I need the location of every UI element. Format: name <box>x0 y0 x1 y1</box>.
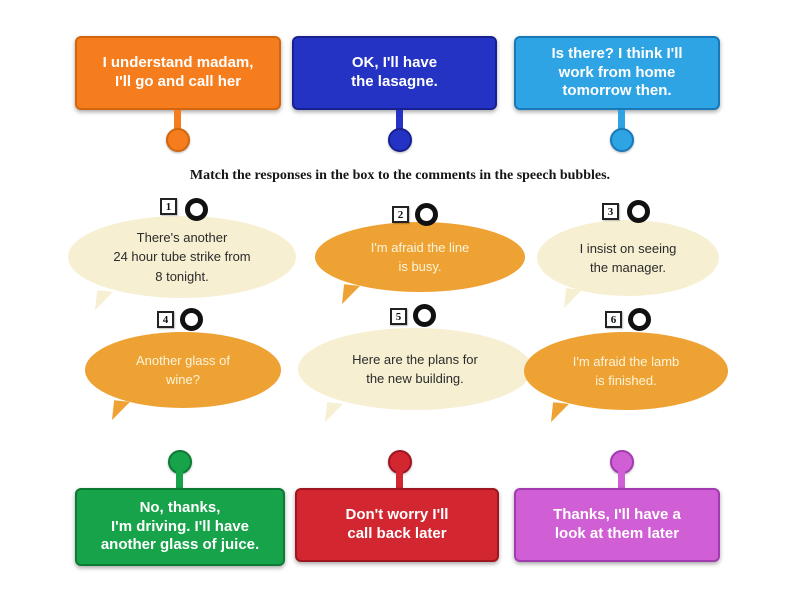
bubble-tail <box>94 290 114 312</box>
label-card-lightblue[interactable]: Is there? I think I'll work from home to… <box>514 36 720 110</box>
label-connector-dot-blue[interactable] <box>388 128 412 152</box>
bubble-tail <box>324 402 344 424</box>
answer-drop-ring-1[interactable] <box>185 198 208 221</box>
label-text: Thanks, I'll have a look at them later <box>553 506 681 542</box>
bubble-tail <box>111 400 131 422</box>
label-text: Don't worry I'll call back later <box>345 506 449 542</box>
bubble-number-tag-3: 3 <box>602 203 619 220</box>
bubble-number-tag-5: 5 <box>390 308 407 325</box>
label-stem <box>618 471 625 489</box>
speech-bubble-6: I'm afraid the lamb is finished. <box>524 332 728 424</box>
label-card-green[interactable]: No, thanks, I'm driving. I'll have anoth… <box>75 488 285 566</box>
speech-bubble-3: I insist on seeing the manager. <box>537 220 719 310</box>
bubble-number-tag-6: 6 <box>605 311 622 328</box>
label-connector-dot-red[interactable] <box>388 450 412 474</box>
label-stem <box>396 471 403 489</box>
bubble-tail <box>563 288 583 310</box>
bubble-text: I'm afraid the lamb is finished. <box>572 353 680 389</box>
label-card-red[interactable]: Don't worry I'll call back later <box>295 488 499 562</box>
bubble-text: I insist on seeing the manager. <box>579 240 677 276</box>
label-card-blue[interactable]: OK, I'll have the lasagne. <box>292 36 497 110</box>
label-stem <box>176 471 183 489</box>
bubble-text: Another glass of wine? <box>136 352 230 388</box>
bubble-text: There's another 24 hour tube strike from… <box>113 229 251 284</box>
answer-drop-ring-6[interactable] <box>628 308 651 331</box>
label-card-orange[interactable]: I understand madam, I'll go and call her <box>75 36 281 110</box>
speech-bubble-2: I'm afraid the line is busy. <box>315 222 525 306</box>
bubble-text: I'm afraid the line is busy. <box>370 239 470 275</box>
label-card-magenta[interactable]: Thanks, I'll have a look at them later <box>514 488 720 562</box>
bubble-number-tag-2: 2 <box>392 206 409 223</box>
worksheet-instruction: Match the responses in the box to the co… <box>189 168 611 183</box>
label-stem <box>174 110 181 130</box>
label-text: OK, I'll have the lasagne. <box>351 54 438 90</box>
label-connector-dot-orange[interactable] <box>166 128 190 152</box>
label-stem <box>396 110 403 130</box>
label-text: I understand madam, I'll go and call her <box>102 54 254 90</box>
speech-bubble-5: Here are the plans for the new building. <box>298 328 532 424</box>
bubble-tail <box>550 402 570 424</box>
label-connector-dot-lightblue[interactable] <box>610 128 634 152</box>
label-text: Is there? I think I'll work from home to… <box>551 44 683 100</box>
label-text: No, thanks, I'm driving. I'll have anoth… <box>100 498 260 554</box>
bubble-text: Here are the plans for the new building. <box>352 351 478 387</box>
label-stem <box>618 110 625 130</box>
answer-drop-ring-5[interactable] <box>413 304 436 327</box>
answer-drop-ring-4[interactable] <box>180 308 203 331</box>
answer-drop-ring-3[interactable] <box>627 200 650 223</box>
answer-drop-ring-2[interactable] <box>415 203 438 226</box>
speech-bubble-1: There's another 24 hour tube strike from… <box>68 216 296 312</box>
bubble-number-tag-4: 4 <box>157 311 174 328</box>
speech-bubble-4: Another glass of wine? <box>85 332 281 422</box>
bubble-tail <box>341 284 361 306</box>
bubble-number-tag-1: 1 <box>160 198 177 215</box>
